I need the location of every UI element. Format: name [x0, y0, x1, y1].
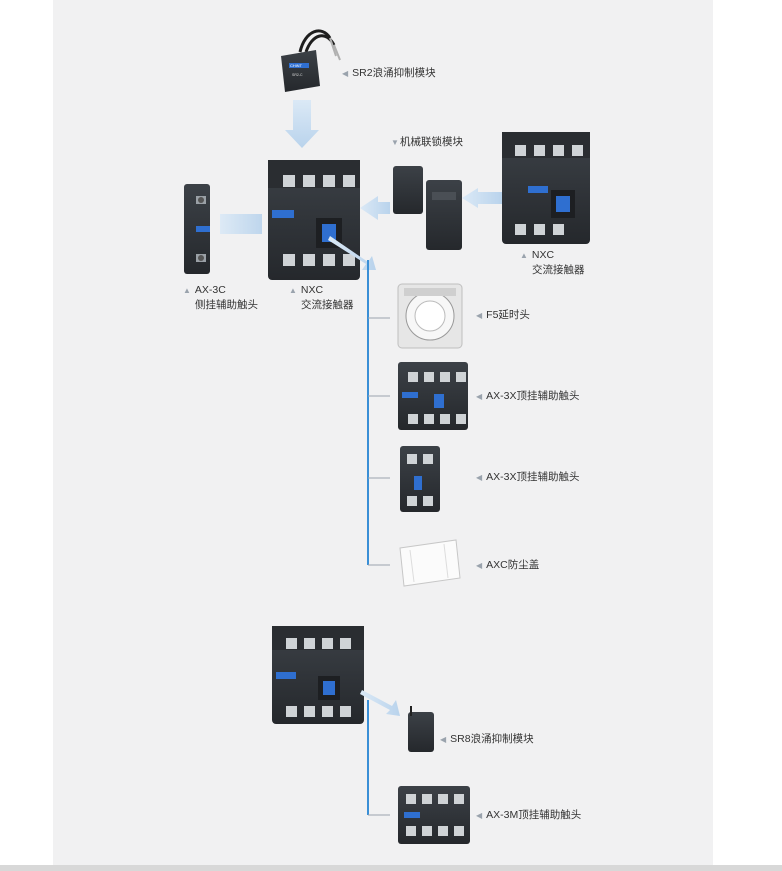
interlock-label-text: 机械联锁模块: [400, 136, 463, 148]
f5-triangle-icon: ◀: [476, 311, 483, 320]
nxc-main-triangle-icon: ▲: [289, 286, 297, 295]
sr8-label: ◀SR8浪涌抑制模块: [440, 732, 534, 747]
axc-triangle-icon: ◀: [476, 561, 483, 570]
nxc-right-device: [502, 132, 590, 244]
sr8-arrow: [360, 690, 400, 716]
ax3c-arrow: [220, 214, 262, 234]
ax3x-2p-device: [400, 446, 440, 512]
ax3m-label: ◀AX-3M顶挂辅助触头: [476, 808, 581, 823]
diagram-panel: [53, 0, 713, 865]
sr2-brand-text: CHiNT: [290, 63, 303, 68]
nxc-mini-device: [272, 626, 364, 724]
axc-label: ◀AXC防尘盖: [476, 558, 539, 573]
sr2-arrow: [285, 100, 319, 148]
nxc-right-desc: 交流接触器: [532, 264, 585, 276]
sr8-label-text: SR8浪涌抑制模块: [450, 733, 534, 745]
ax3m-label-text: AX-3M顶挂辅助触头: [486, 809, 582, 821]
nxc-right-triangle-icon: ▲: [520, 251, 528, 260]
sr2-triangle-icon: ◀: [342, 69, 349, 78]
main-down-arrow: [328, 236, 376, 270]
nxc-main-label: ▲NXC 交流接触器: [289, 283, 354, 312]
ax3x-4p-label-text: AX-3X顶挂辅助触头: [486, 390, 580, 402]
sr2-label-text: SR2浪涌抑制模块: [352, 67, 436, 79]
nxc-main-device: [268, 160, 360, 280]
sr2-brand-badge: [289, 63, 309, 68]
ax3x-4p-triangle-icon: ◀: [476, 392, 483, 401]
ax3x-2p-triangle-icon: ◀: [476, 473, 483, 482]
f5-label: ◀F5延时头: [476, 308, 530, 323]
ax3c-label: ▲AX-3C 侧挂辅助触头: [183, 283, 258, 312]
nxc-main-name: NXC: [300, 284, 324, 296]
sr8-device: [408, 706, 434, 752]
f5-device: [397, 283, 463, 349]
bottom-strip: [0, 865, 782, 871]
nxc-right-label: ▲NXC 交流接触器: [520, 248, 585, 277]
sr2-model-text: SR2-C: [292, 73, 303, 77]
interlock-device: [393, 166, 462, 250]
ax3x-2p-label: ◀AX-3X顶挂辅助触头: [476, 470, 580, 485]
f5-label-text: F5延时头: [486, 309, 530, 321]
axc-device: [399, 539, 461, 587]
nxc-right-name: NXC: [531, 249, 555, 261]
interlock-label: 机械联锁模块: [400, 135, 463, 149]
ax3x-4p-device: [398, 362, 468, 430]
sr8-triangle-icon: ◀: [440, 735, 447, 744]
ax3x-2p-label-text: AX-3X顶挂辅助触头: [486, 471, 580, 483]
interlock-triangle: ▼: [391, 138, 399, 147]
ax3c-name: AX-3C: [194, 284, 226, 296]
sr2-module: CHiNT SR2-C: [281, 29, 341, 92]
ax3c-desc: 侧挂辅助触头: [195, 299, 258, 311]
ax3c-triangle-icon: ▲: [183, 286, 191, 295]
ax3m-device: [398, 786, 470, 844]
ax3c-device: [184, 184, 210, 274]
sr2-label: ◀SR2浪涌抑制模块: [342, 66, 436, 81]
ax3x-4p-label: ◀AX-3X顶挂辅助触头: [476, 389, 580, 404]
axc-label-text: AXC防尘盖: [486, 559, 540, 571]
interlock-arrow: [360, 196, 390, 220]
nxc-main-desc: 交流接触器: [301, 299, 354, 311]
nxc-right-arrow: [462, 188, 502, 208]
ax3m-triangle-icon: ◀: [476, 811, 483, 820]
